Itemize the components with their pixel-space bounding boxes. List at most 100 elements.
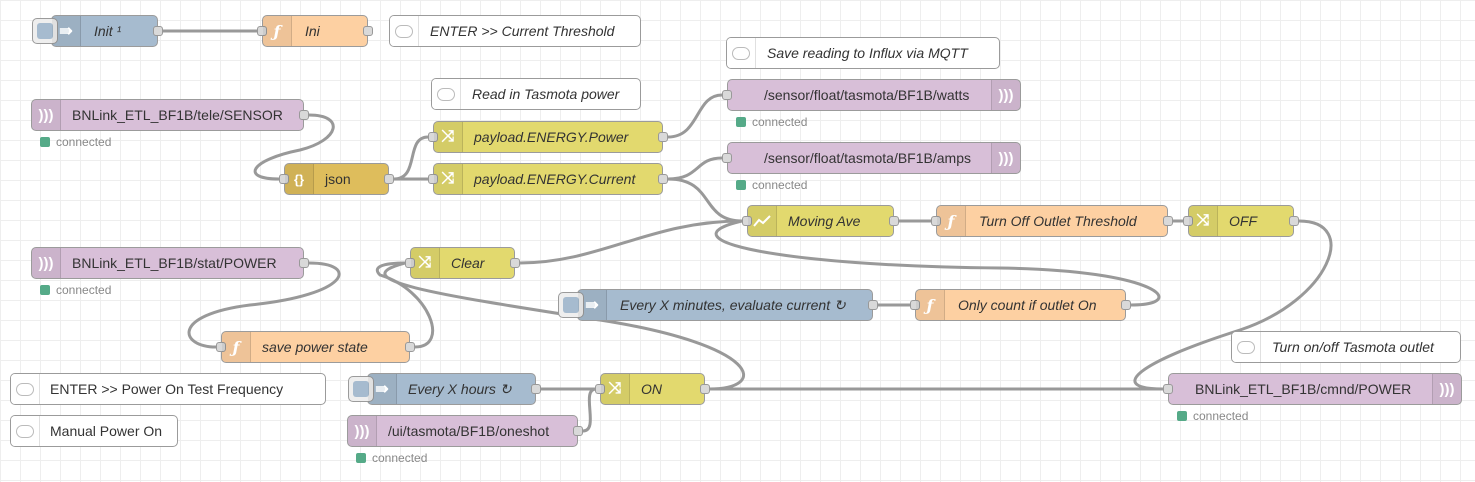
shuffle-icon: ⤨ (1189, 206, 1218, 236)
mqtt-out-node-amps[interactable]: ))) /sensor/float/tasmota/BF1B/amps conn… (722, 142, 1021, 192)
input-port[interactable] (428, 132, 438, 142)
output-port[interactable] (700, 384, 710, 394)
inject-node-init[interactable]: ⇛ Init ¹ (32, 15, 163, 47)
change-node-on[interactable]: ⤨ ON (595, 373, 710, 405)
input-port[interactable] (722, 90, 732, 100)
change-node-energy-current[interactable]: ⤨ payload.ENERGY.Current (428, 163, 668, 195)
change-node-off[interactable]: ⤨ OFF (1183, 205, 1299, 237)
node-label: ON (641, 381, 662, 397)
wifi-signal-icon: ))) (991, 80, 1020, 110)
input-port[interactable] (595, 384, 605, 394)
comment-icon (727, 38, 756, 68)
input-port[interactable] (279, 174, 289, 184)
mqtt-in-node-stat-power[interactable]: ))) BNLink_ETL_BF1B/stat/POWER connected (31, 247, 309, 297)
function-node-ini[interactable]: ƒ Ini (257, 15, 373, 47)
function-node-save-power-state[interactable]: ƒ save power state (216, 331, 415, 363)
inject-trigger-button[interactable] (348, 376, 374, 402)
smooth-node-moving-ave[interactable]: Moving Ave (742, 205, 899, 237)
output-port[interactable] (405, 342, 415, 352)
input-port[interactable] (1163, 384, 1173, 394)
arrow-right-icon: ⇛ (578, 290, 607, 320)
status-connected-icon (736, 117, 746, 127)
output-port[interactable] (531, 384, 541, 394)
wire-sensor-to-json (253, 113, 335, 181)
comment-node-read-power[interactable]: Read in Tasmota power (431, 78, 641, 110)
output-port[interactable] (384, 174, 394, 184)
wire-off-to-cmnd (1133, 219, 1333, 391)
input-port[interactable] (931, 216, 941, 226)
function-node-only-count[interactable]: ƒ Only count if outlet On (910, 289, 1131, 321)
input-port[interactable] (405, 258, 415, 268)
comment-node-influx[interactable]: Save reading to Influx via MQTT (726, 37, 1000, 69)
change-node-energy-power[interactable]: ⤨ payload.ENERGY.Power (428, 121, 668, 153)
comment-node-current-threshold[interactable]: ENTER >> Current Threshold (389, 15, 641, 47)
output-port[interactable] (573, 426, 583, 436)
node-label: ENTER >> Current Threshold (430, 23, 615, 39)
node-label: Manual Power On (50, 423, 163, 439)
inject-node-every-x-minutes[interactable]: ⇛ Every X minutes, evaluate current ↻ (558, 289, 878, 321)
input-port[interactable] (910, 300, 920, 310)
shuffle-icon: ⤨ (434, 122, 463, 152)
function-icon: ƒ (222, 332, 251, 362)
arrow-right-icon: ⇛ (52, 16, 81, 46)
node-label: BNLink_ETL_BF1B/cmnd/POWER (1195, 381, 1412, 397)
output-port[interactable] (1163, 216, 1173, 226)
inject-node-every-x-hours[interactable]: ⇛ Every X hours ↻ (348, 373, 541, 405)
wifi-signal-icon: ))) (32, 248, 61, 278)
inject-trigger-button[interactable] (32, 18, 58, 44)
status-text: connected (1193, 409, 1249, 423)
status-connected-icon (356, 453, 366, 463)
shuffle-icon: ⤨ (601, 374, 630, 404)
status-text: connected (56, 135, 112, 149)
output-port[interactable] (658, 174, 668, 184)
output-port[interactable] (299, 110, 309, 120)
input-port[interactable] (216, 342, 226, 352)
shuffle-icon: ⤨ (411, 248, 440, 278)
comment-node-turn-onoff[interactable]: Turn on/off Tasmota outlet (1231, 331, 1461, 363)
output-port[interactable] (868, 300, 878, 310)
function-icon: ƒ (937, 206, 966, 236)
wifi-signal-icon: ))) (348, 416, 377, 446)
wire-power-to-watts (667, 93, 723, 139)
node-label: Every X minutes, evaluate current ↻ (620, 297, 846, 313)
comment-node-manual-power-on[interactable]: Manual Power On (10, 415, 178, 447)
output-port[interactable] (1289, 216, 1299, 226)
function-icon: ƒ (916, 290, 945, 320)
comment-icon (11, 416, 40, 446)
chart-icon (748, 206, 777, 236)
input-port[interactable] (742, 216, 752, 226)
json-node[interactable]: {} json (279, 163, 394, 195)
change-node-clear[interactable]: ⤨ Clear (405, 247, 520, 279)
braces-icon: {} (285, 164, 314, 194)
output-port[interactable] (1121, 300, 1131, 310)
inject-trigger-button[interactable] (558, 292, 584, 318)
mqtt-in-node-sensor[interactable]: ))) BNLink_ETL_BF1B/tele/SENSOR connecte… (31, 99, 309, 149)
input-port[interactable] (1183, 216, 1193, 226)
output-port[interactable] (889, 216, 899, 226)
function-node-turn-off-threshold[interactable]: ƒ Turn Off Outlet Threshold (931, 205, 1173, 237)
input-port[interactable] (722, 153, 732, 163)
wifi-signal-icon: ))) (32, 100, 61, 130)
node-status: connected (356, 451, 427, 465)
node-label: ENTER >> Power On Test Frequency (50, 381, 284, 397)
mqtt-out-node-watts[interactable]: ))) /sensor/float/tasmota/BF1B/watts con… (722, 79, 1021, 129)
node-label: Only count if outlet On (958, 297, 1097, 313)
output-port[interactable] (363, 26, 373, 36)
comment-icon (390, 16, 419, 46)
mqtt-out-node-cmnd-power[interactable]: ))) BNLink_ETL_BF1B/cmnd/POWER connected (1163, 373, 1462, 423)
input-port[interactable] (428, 174, 438, 184)
comment-node-power-on-frequency[interactable]: ENTER >> Power On Test Frequency (10, 373, 326, 405)
output-port[interactable] (299, 258, 309, 268)
wifi-signal-icon: ))) (991, 143, 1020, 173)
output-port[interactable] (658, 132, 668, 142)
output-port[interactable] (153, 26, 163, 36)
node-label: /ui/tasmota/BF1B/oneshot (388, 423, 550, 439)
wifi-signal-icon: ))) (1432, 374, 1461, 404)
output-port[interactable] (510, 258, 520, 268)
node-label: Moving Ave (788, 213, 861, 229)
comment-icon (11, 374, 40, 404)
status-connected-icon (736, 180, 746, 190)
node-label: /sensor/float/tasmota/BF1B/watts (764, 87, 970, 103)
input-port[interactable] (257, 26, 267, 36)
mqtt-in-node-oneshot[interactable]: ))) /ui/tasmota/BF1B/oneshot connected (347, 415, 583, 465)
